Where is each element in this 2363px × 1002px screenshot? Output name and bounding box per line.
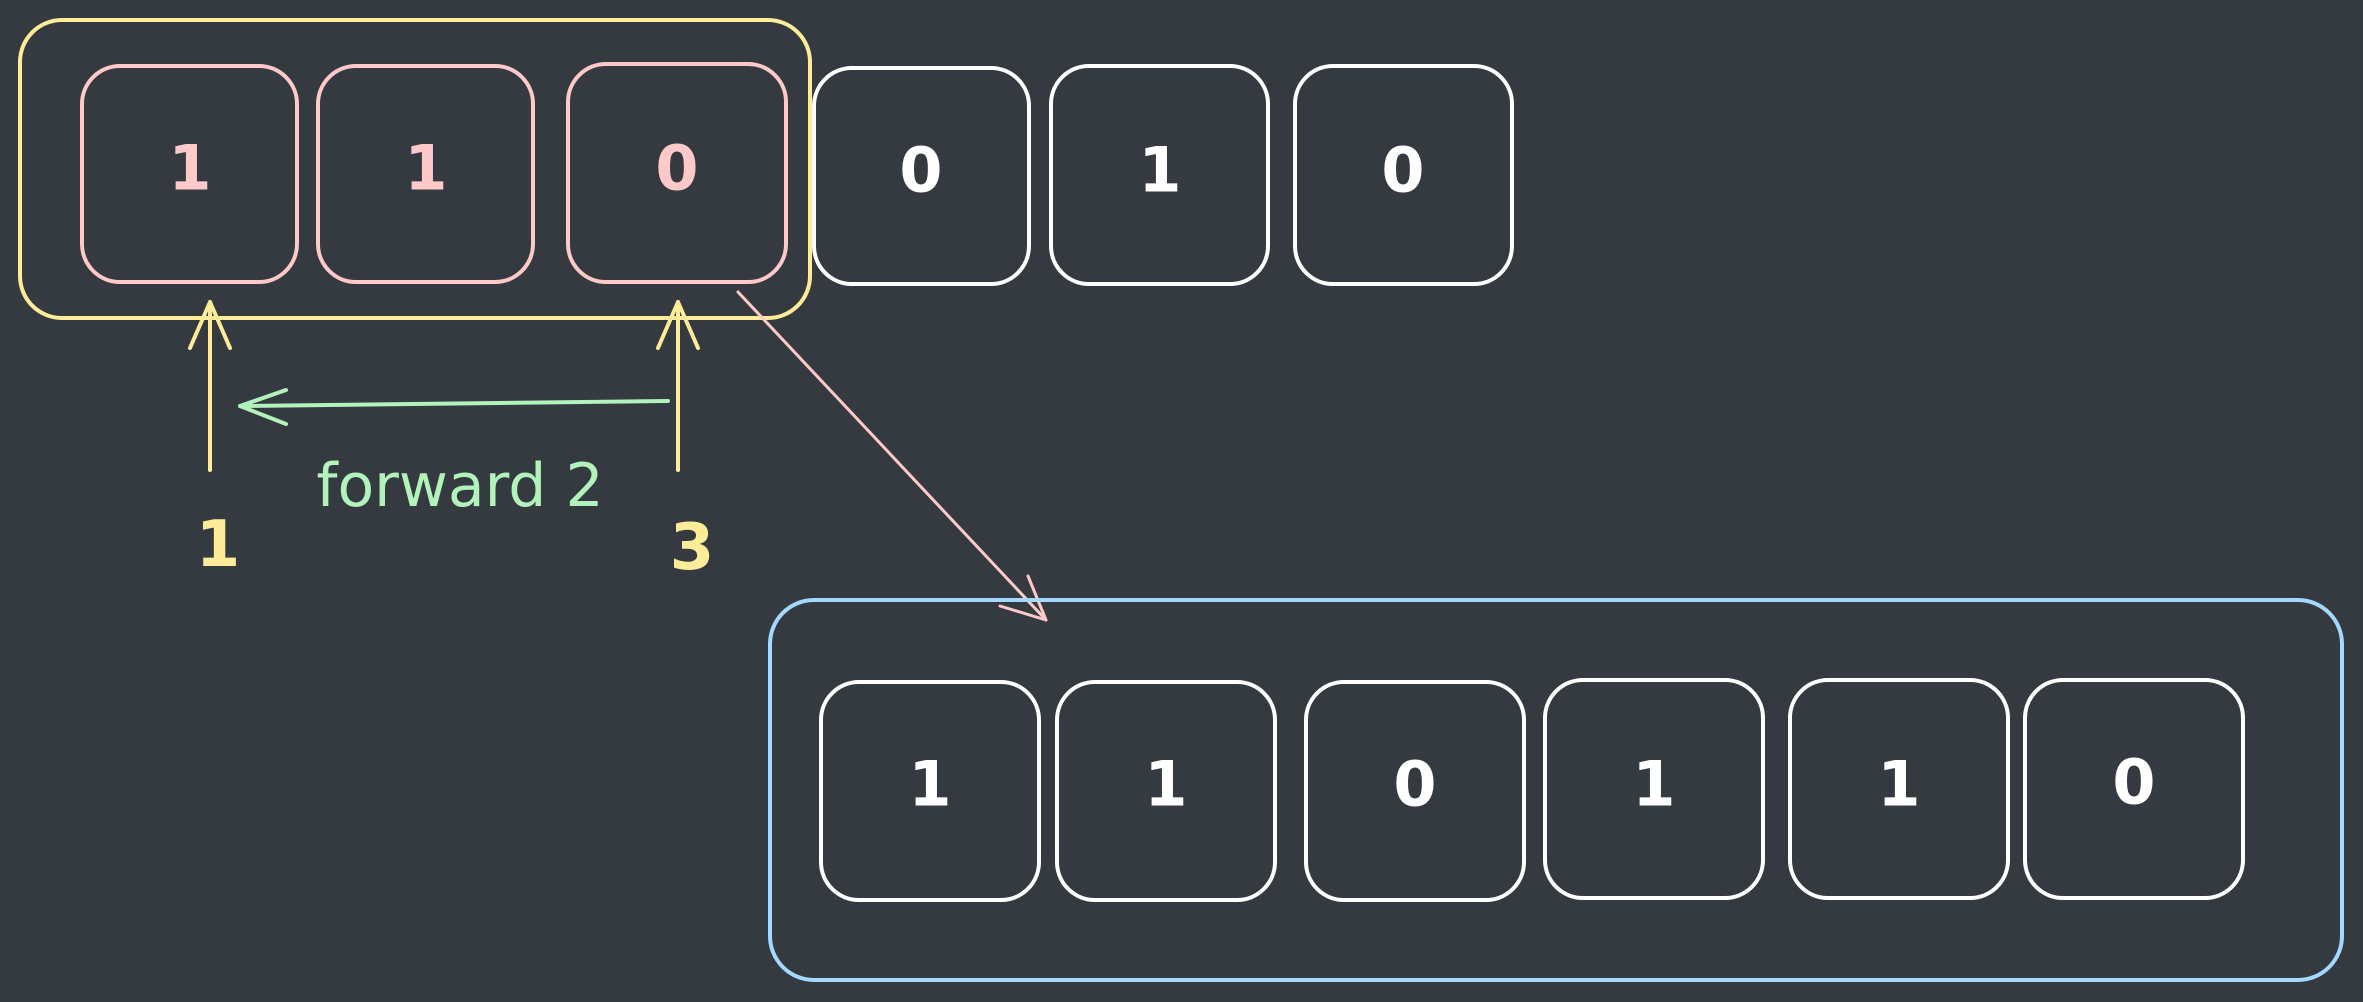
forward-arrow [238, 399, 670, 408]
result-cell-value: 1 [908, 748, 951, 821]
top-cell-box [1293, 64, 1514, 286]
top-cell-value: 0 [899, 134, 942, 207]
result-cell: 1 [1788, 678, 2010, 900]
result-cell-value: 1 [1632, 748, 1675, 821]
copy-arrow [736, 290, 1048, 622]
top-cell: 0 [812, 66, 1031, 286]
end-pointer: 3 [656, 300, 715, 585]
copy-arrow-group [736, 290, 1048, 622]
top-cell-value: 0 [655, 132, 698, 205]
start-pointer-arrowhead [188, 300, 232, 350]
forward-arrow-group: forward 2 [238, 388, 670, 521]
result-cell-box [1788, 678, 2010, 900]
top-cell-value: 1 [1138, 134, 1181, 207]
top-cell: 0 [566, 62, 788, 284]
top-cell: 0 [1293, 64, 1514, 286]
result-cell-box [1543, 678, 1765, 900]
result-cell-box [2023, 678, 2245, 900]
result-cell-value: 0 [2112, 746, 2155, 819]
result-cell-value: 0 [1393, 748, 1436, 821]
start-pointer: 1 [188, 300, 241, 582]
result-cell: 1 [819, 680, 1041, 902]
top-cell-value: 1 [404, 132, 447, 205]
result-cell: 1 [1543, 678, 1765, 900]
end-pointer-label: 3 [670, 511, 715, 585]
top-cell: 1 [316, 64, 535, 284]
forward-arrowhead [238, 388, 288, 426]
top-cell-box [316, 64, 535, 284]
result-cell-value: 1 [1877, 748, 1920, 821]
top-cell-box [80, 64, 299, 284]
top-cell-value: 1 [168, 132, 211, 205]
result-cell-box [1055, 680, 1277, 902]
top-cell-box [1049, 64, 1270, 286]
result-cell: 1 [1055, 680, 1277, 902]
copy-arrowhead [998, 574, 1048, 622]
result-cell-value: 1 [1144, 748, 1187, 821]
top-cell: 1 [80, 64, 299, 284]
end-pointer-arrowhead [656, 300, 700, 350]
top-cell: 1 [1049, 64, 1270, 286]
start-pointer-label: 1 [196, 508, 241, 582]
result-outline [768, 598, 2344, 982]
top-cell-box [566, 62, 788, 284]
top-cell-value: 0 [1381, 134, 1424, 207]
result-cell: 0 [1304, 680, 1526, 902]
result-cell-box [819, 680, 1041, 902]
window-outline [18, 18, 812, 320]
result-row: 1 1 0 1 1 0 [819, 678, 2245, 902]
result-cell: 0 [2023, 678, 2245, 900]
top-row: 1 1 0 0 1 0 [80, 62, 1514, 286]
top-cell-box [812, 66, 1031, 286]
result-cell-box [1304, 680, 1526, 902]
forward-label: forward 2 [316, 451, 603, 521]
